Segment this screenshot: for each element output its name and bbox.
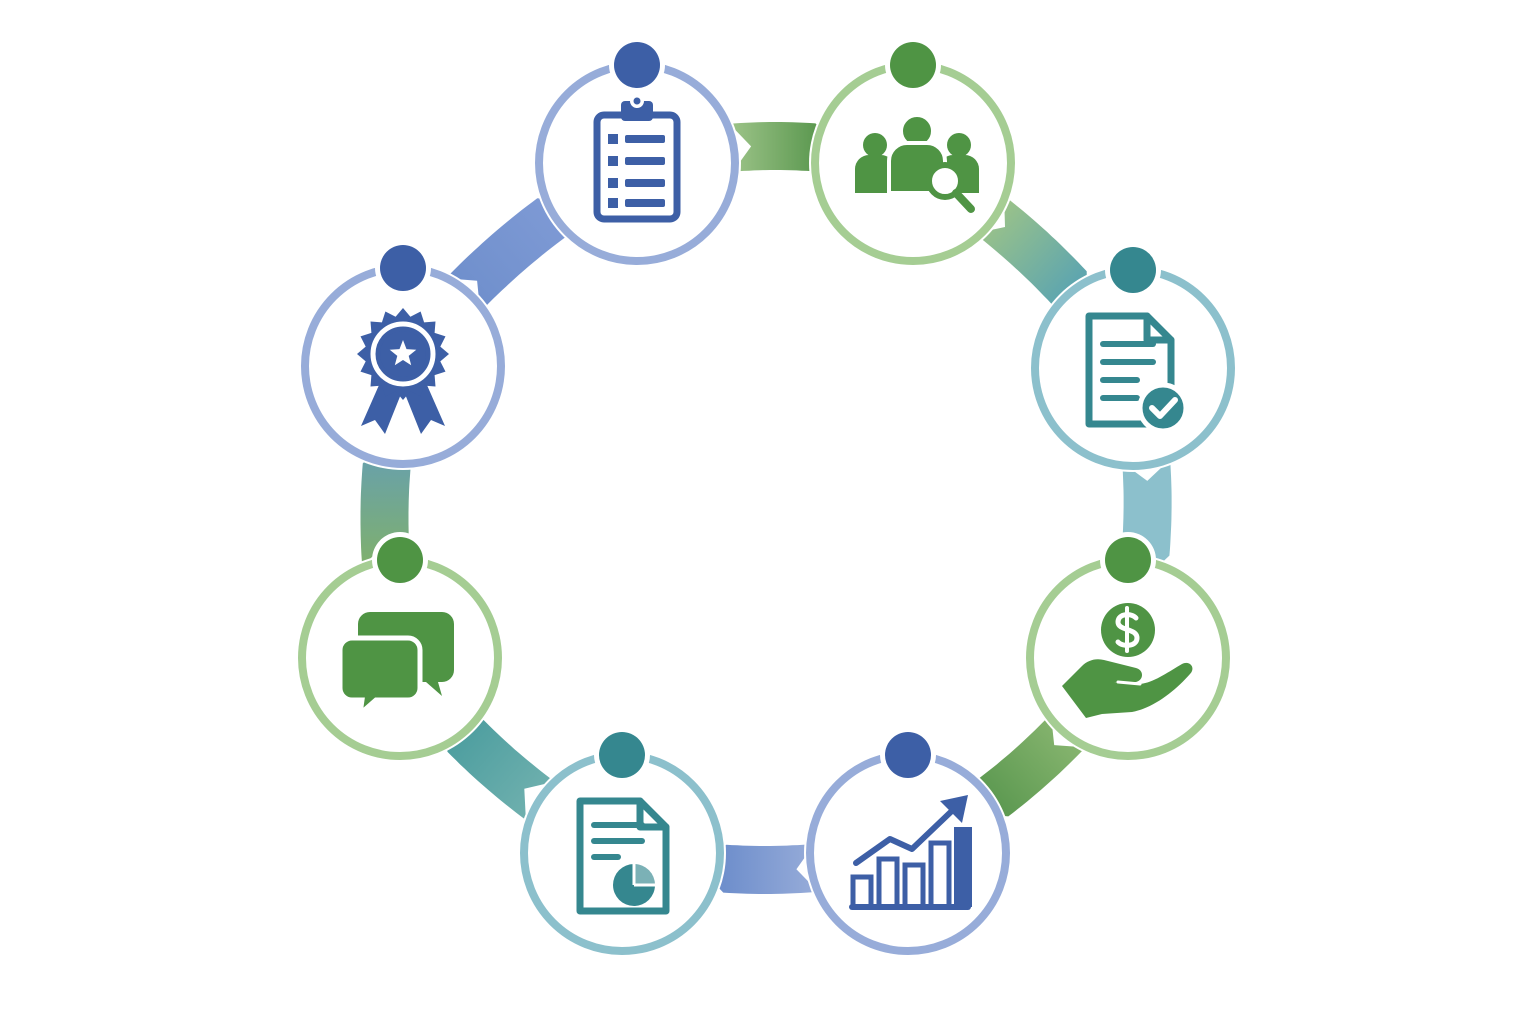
step-node [1024,532,1232,762]
step-nodes [296,37,1237,957]
clipboard-checklist-icon [593,94,681,223]
step-node [299,240,507,470]
step-number-dot [599,732,645,778]
connector-arrow [973,714,1086,817]
step-number-dot [1105,537,1151,583]
step-node [518,727,726,957]
chat-bubbles-icon [337,612,454,721]
step-node-ring [520,751,724,955]
step-number-dot [885,732,931,778]
step-node-ring [806,751,1010,955]
step-node [1029,242,1237,472]
hand-dollar-coin-icon [1062,603,1193,718]
document-check-icon [1085,312,1189,434]
step-number-dot [1110,247,1156,293]
growth-bar-chart-icon [849,795,972,910]
step-node-ring [1031,266,1235,470]
connector-arrow [974,195,1088,307]
connector-arrows [360,122,1172,894]
step-number-dot [890,42,936,88]
step-number-dot [614,42,660,88]
step-node [296,532,504,762]
award-ribbon-icon [357,308,449,434]
connector-arrow [698,843,819,894]
connector-arrow [446,716,555,820]
connector-arrow [445,198,573,312]
people-search-icon [855,113,979,213]
step-node [533,37,741,267]
report-pie-chart-icon [576,797,670,915]
step-node [804,727,1012,957]
step-number-dot [380,245,426,291]
step-number-dot [377,537,423,583]
step-node-ring [1026,556,1230,760]
step-node [809,37,1017,267]
